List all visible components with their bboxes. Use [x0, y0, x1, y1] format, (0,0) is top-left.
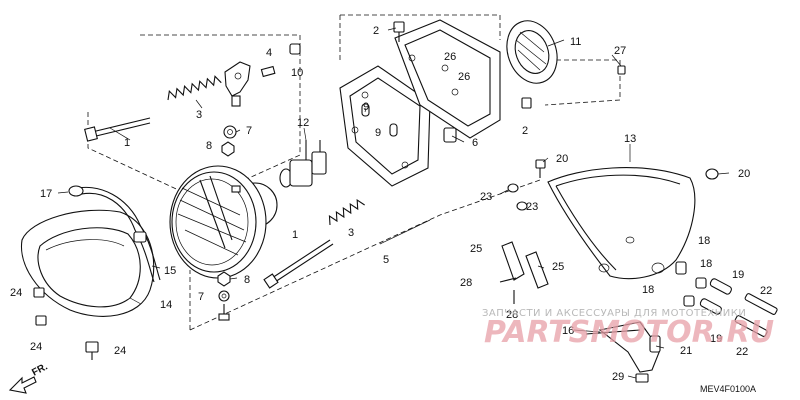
- spring-upper: [167, 75, 222, 101]
- socket-frame: [339, 65, 431, 187]
- callout-21: 21: [680, 345, 692, 357]
- callout-14: 14: [160, 299, 172, 311]
- callout-13: 13: [624, 133, 636, 145]
- callout-2: 2: [373, 25, 379, 37]
- callout-25: 25: [552, 261, 564, 273]
- adjusting-screw-upper: [84, 117, 151, 142]
- front-direction-arrow: FR.: [8, 361, 50, 394]
- adjuster-outline-top: [140, 34, 301, 100]
- adjuster-bracket: [224, 61, 251, 107]
- callout-23: 23: [480, 191, 492, 203]
- callout-25: 25: [470, 243, 482, 255]
- callout-18: 18: [700, 258, 712, 270]
- callout-8: 8: [206, 140, 212, 152]
- lens-bezel: [20, 209, 155, 317]
- cover-outline-right: [540, 59, 621, 106]
- callout-20: 20: [556, 153, 568, 165]
- callout-26: 26: [444, 51, 456, 63]
- callout-9: 9: [363, 101, 369, 113]
- adjusting-screw-lower: [263, 239, 334, 289]
- callout-18: 18: [642, 284, 654, 296]
- diagram-code: MEV4F0100A: [700, 384, 756, 394]
- callout-3: 3: [196, 109, 202, 121]
- collars: [675, 261, 778, 337]
- watermark: ЗАПЧАСТИ И АКСЕССУАРЫ ДЛЯ МОТОТЕХНИКИ PA…: [482, 308, 774, 350]
- callout-2: 2: [522, 125, 528, 137]
- callout-6: 6: [472, 137, 478, 149]
- case-outline-top: [340, 14, 501, 40]
- lower-bracket: [585, 321, 661, 383]
- callout-17: 17: [40, 188, 52, 200]
- headlight-shell: [547, 167, 696, 280]
- mounting-band: [68, 185, 161, 283]
- callout-16: 16: [562, 325, 574, 337]
- callout-8: 8: [244, 274, 250, 286]
- callout-18: 18: [698, 235, 710, 247]
- case-bracket: [393, 19, 501, 143]
- callout-9: 9: [375, 127, 381, 139]
- callout-10: 10: [291, 67, 303, 79]
- headlight-unit: [169, 165, 278, 279]
- nut-4: [289, 43, 301, 55]
- callout-22: 22: [736, 346, 748, 358]
- stay-brackets-25: [499, 241, 549, 304]
- callout-28: 28: [460, 277, 472, 289]
- fasteners-24: [33, 287, 99, 360]
- grommets: [507, 159, 719, 211]
- callout-1: 1: [124, 137, 130, 149]
- arrow-icon: [8, 376, 37, 394]
- callout-labels: 1 1 2 2 3 3 4 5 6 7 7 8 8 9 9 10 11 12 1…: [10, 25, 772, 383]
- callout-12: 12: [297, 117, 309, 129]
- callout-19: 19: [710, 333, 722, 345]
- round-cover: [506, 20, 626, 109]
- callout-3: 3: [348, 227, 354, 239]
- leader-lines: [57, 27, 730, 379]
- callout-27: 27: [614, 45, 626, 57]
- spring-lower: [328, 199, 365, 226]
- callout-4: 4: [266, 47, 272, 59]
- callout-11: 11: [570, 36, 581, 48]
- callout-24: 24: [30, 341, 42, 353]
- washer-7-upper: [223, 125, 237, 139]
- callout-22: 22: [760, 285, 772, 297]
- callout-7: 7: [246, 125, 252, 137]
- direction-label: FR.: [30, 361, 50, 378]
- callout-23: 23: [526, 201, 538, 213]
- headlight-outline-bottom: [189, 179, 541, 331]
- lower-nut-washer: [217, 271, 231, 321]
- watermark-tagline: ЗАПЧАСТИ И АКСЕССУАРЫ ДЛЯ МОТОТЕХНИКИ: [482, 308, 746, 319]
- callout-24: 24: [114, 345, 126, 357]
- watermark-logo: PARTSMOTOR.RU: [484, 315, 774, 350]
- nut-8-upper: [221, 141, 235, 157]
- callout-15: 15: [164, 265, 176, 277]
- callout-19: 19: [732, 269, 744, 281]
- callout-26: 26: [458, 71, 470, 83]
- callout-24: 24: [10, 287, 22, 299]
- callout-29: 29: [612, 371, 624, 383]
- bulb: [279, 140, 327, 188]
- callout-7: 7: [198, 291, 204, 303]
- callout-28: 28: [506, 309, 518, 321]
- small-screw-10: [260, 65, 276, 78]
- callout-1: 1: [292, 229, 298, 241]
- callout-20: 20: [738, 168, 750, 180]
- callout-5: 5: [383, 254, 389, 266]
